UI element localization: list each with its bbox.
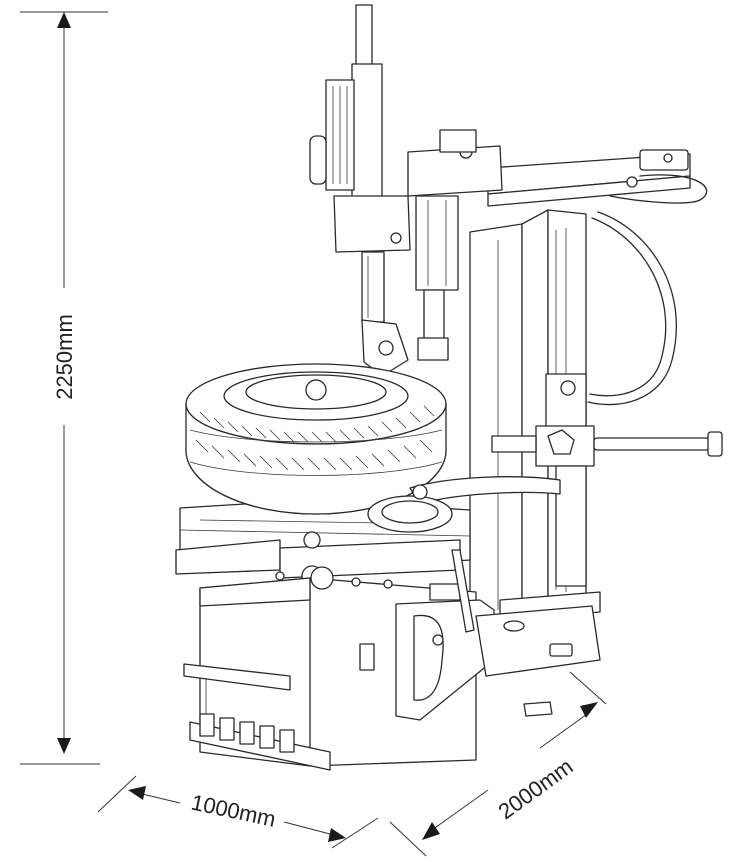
arrow-up-icon — [57, 12, 71, 28]
helper-arm — [491, 373, 723, 587]
bead-breaker — [367, 476, 561, 533]
depth-label: 2000mm — [494, 754, 578, 825]
mount-head-column — [309, 4, 411, 377]
arrow-down-icon — [57, 738, 71, 754]
tire — [185, 363, 447, 515]
horizontal-arm — [487, 149, 708, 207]
height-dimension: 2250mm — [20, 11, 108, 765]
arrow-left-icon — [128, 786, 146, 800]
tire-changer-machine — [175, 4, 723, 771]
air-hose — [587, 211, 677, 406]
side-housing — [395, 549, 601, 721]
arrow-down-left-icon — [422, 822, 440, 840]
cabinet-base — [183, 566, 477, 771]
height-label: 2250mm — [52, 314, 77, 400]
arrow-up-right-icon — [580, 702, 598, 718]
tread-pattern — [189, 405, 443, 476]
width-dimension: 1000mm — [97, 775, 379, 849]
arrow-right-icon — [328, 828, 346, 842]
foot-pedals — [199, 713, 295, 753]
press-cylinder — [407, 129, 503, 361]
width-label: 1000mm — [189, 790, 278, 832]
